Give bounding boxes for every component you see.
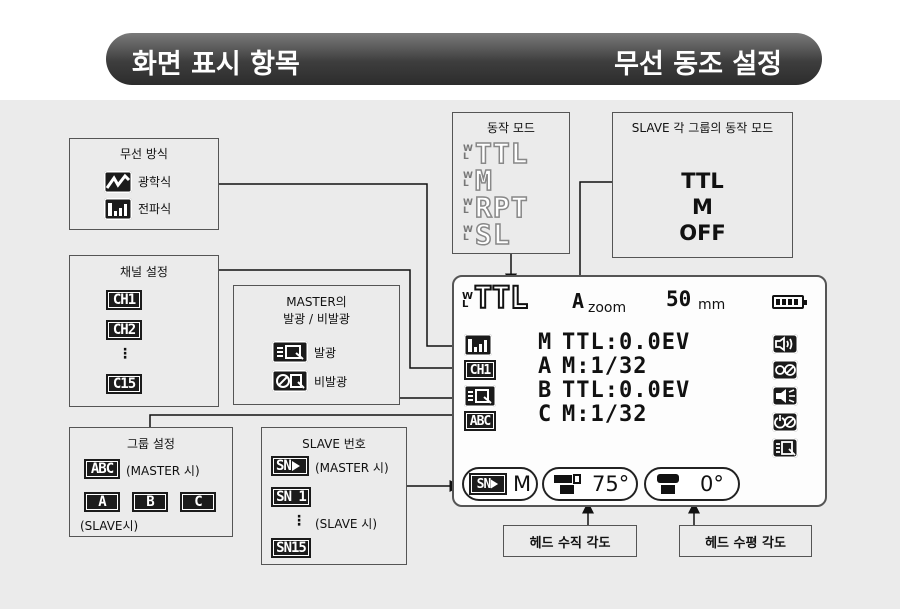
lcd-mode: TTL xyxy=(473,280,529,317)
slave-badge-sn1: SN 1 xyxy=(271,487,311,507)
caption-vertical-angle: 헤드 수직 각도 xyxy=(503,525,637,557)
auto-off-icon xyxy=(772,412,798,432)
wireless-method-title: 무선 방식 xyxy=(120,147,168,161)
op-mode-m: M xyxy=(474,163,493,198)
flash-setting-icon xyxy=(772,438,798,458)
group-title: 그룹 설정 xyxy=(127,437,175,451)
slave-badge-sn15: SN15 xyxy=(271,538,311,558)
slave-group-mode-off: OFF xyxy=(679,221,726,245)
slave-group-mode-title: SLAVE 각 그룹의 동작 모드 xyxy=(631,121,774,135)
group-box: 그룹 설정 ABC (MASTER 시) A B C (SLAVE시) xyxy=(69,427,233,537)
optical-wave-icon xyxy=(104,171,132,193)
lcd-zoom-value: 50 xyxy=(666,287,692,311)
lcd-row-c-group: C xyxy=(538,402,553,427)
op-mode-ttl: TTL xyxy=(474,136,529,171)
lcd-flash-on-icon xyxy=(464,385,496,407)
slave-group-mode-box: SLAVE 각 그룹의 동작 모드 TTL M OFF xyxy=(612,112,793,258)
lcd-horizontal-angle: 0° xyxy=(700,472,724,496)
slave-group-mode-ttl: TTL xyxy=(681,169,724,193)
slave-number-box: SLAVE 번호 SN (MASTER 시) SN 1 ⋮ (SLAVE 시) … xyxy=(261,427,407,565)
group-master-badge: ABC xyxy=(84,459,120,479)
header-left-title: 화면 표시 항목 xyxy=(132,49,300,80)
battery-icon xyxy=(772,295,807,309)
head-vertical-icon xyxy=(554,474,581,494)
lcd-radio-icon xyxy=(464,334,492,356)
group-slave-badge-b: B xyxy=(132,492,168,512)
group-master-note: (MASTER 시) xyxy=(126,464,200,478)
header-right-title: 무선 동조 설정 xyxy=(614,49,782,80)
group-slave-badge-a: A xyxy=(84,492,120,512)
channel-ellipsis: ⋮ xyxy=(118,346,132,362)
caption-horizontal-angle: 헤드 수평 각도 xyxy=(679,525,812,557)
lcd-sn-mode: M xyxy=(513,472,532,496)
master-flash-subtitle: 발광 / 비발광 xyxy=(283,312,350,326)
beep-icon xyxy=(772,386,798,406)
channel-title: 채널 설정 xyxy=(120,265,168,279)
master-flash-title: MASTER의 xyxy=(286,295,347,309)
channel-badge-ch1: CH1 xyxy=(106,290,142,310)
lcd-row-c-value: M:1/32 xyxy=(562,402,648,427)
lcd-vertical-pill: 75° xyxy=(542,467,638,501)
slave-sn-master-badge: SN xyxy=(271,456,309,476)
wireless-method-box: 무선 방식 광학식 전파식 xyxy=(69,138,219,230)
lcd-zoom-label: zoom xyxy=(588,300,627,316)
radio-signal-icon xyxy=(104,198,132,220)
lcd-sn-text: SN xyxy=(476,476,492,492)
lcd-row-b-value: TTL:0.0EV xyxy=(562,378,691,403)
flash-off-icon xyxy=(272,370,308,392)
lcd-vertical-angle: 75° xyxy=(592,472,630,496)
lcd-row-m-group: M xyxy=(538,330,553,355)
header-banner: 화면 표시 항목 무선 동조 설정 xyxy=(106,33,822,85)
lcd-row-a-group: A xyxy=(538,354,553,379)
lcd-horizontal-pill: 0° xyxy=(644,467,740,501)
channel-badge-c15: C15 xyxy=(106,374,142,394)
lcd-a-label: A xyxy=(572,289,585,313)
head-horizontal-icon xyxy=(657,474,679,494)
optical-label: 광학식 xyxy=(138,175,172,189)
sound-icon xyxy=(772,334,798,354)
group-slave-note: (SLAVE시) xyxy=(80,519,139,533)
slave-number-title: SLAVE 번호 xyxy=(302,437,366,451)
lcd-group-badge: ABC xyxy=(464,411,496,431)
flash-on-label: 발광 xyxy=(314,346,337,360)
lcd-channel-badge: CH1 xyxy=(464,360,496,380)
slave-ellipsis: ⋮ xyxy=(292,513,306,529)
flash-on-icon xyxy=(272,341,308,363)
lcd-row-b-group: B xyxy=(538,378,553,403)
lcd-sn-badge: SN xyxy=(469,473,507,495)
radio-label: 전파식 xyxy=(138,202,172,216)
channel-badge-ch2: CH2 xyxy=(106,320,142,340)
slave-sn-master-text: SN xyxy=(276,458,292,474)
slave-first-note: (MASTER 시) xyxy=(315,461,389,475)
slave-group-mode-m: M xyxy=(692,195,713,219)
op-mode-title: 동작 모드 xyxy=(487,121,535,135)
channel-box: 채널 설정 CH1 CH2 ⋮ C15 xyxy=(69,255,219,407)
power-save-off-icon xyxy=(772,360,798,380)
sn-arrow-icon xyxy=(291,461,300,471)
op-mode-sl: SL xyxy=(474,217,511,252)
lcd-sn-arrow-icon xyxy=(491,479,499,489)
slave-ellipsis-note: (SLAVE 시) xyxy=(315,517,378,531)
master-flash-box: MASTER의 발광 / 비발광 발광 비발광 xyxy=(233,285,400,405)
lcd-row-a-value: M:1/32 xyxy=(562,354,648,379)
lcd-slave-pill: SN M xyxy=(462,467,538,501)
op-mode-rpt: RPT xyxy=(474,190,529,225)
flash-off-label: 비발광 xyxy=(314,375,348,389)
lcd-row-m-value: TTL:0.0EV xyxy=(562,330,691,355)
lcd-zoom-unit: mm xyxy=(698,297,726,313)
group-slave-badge-c: C xyxy=(180,492,216,512)
